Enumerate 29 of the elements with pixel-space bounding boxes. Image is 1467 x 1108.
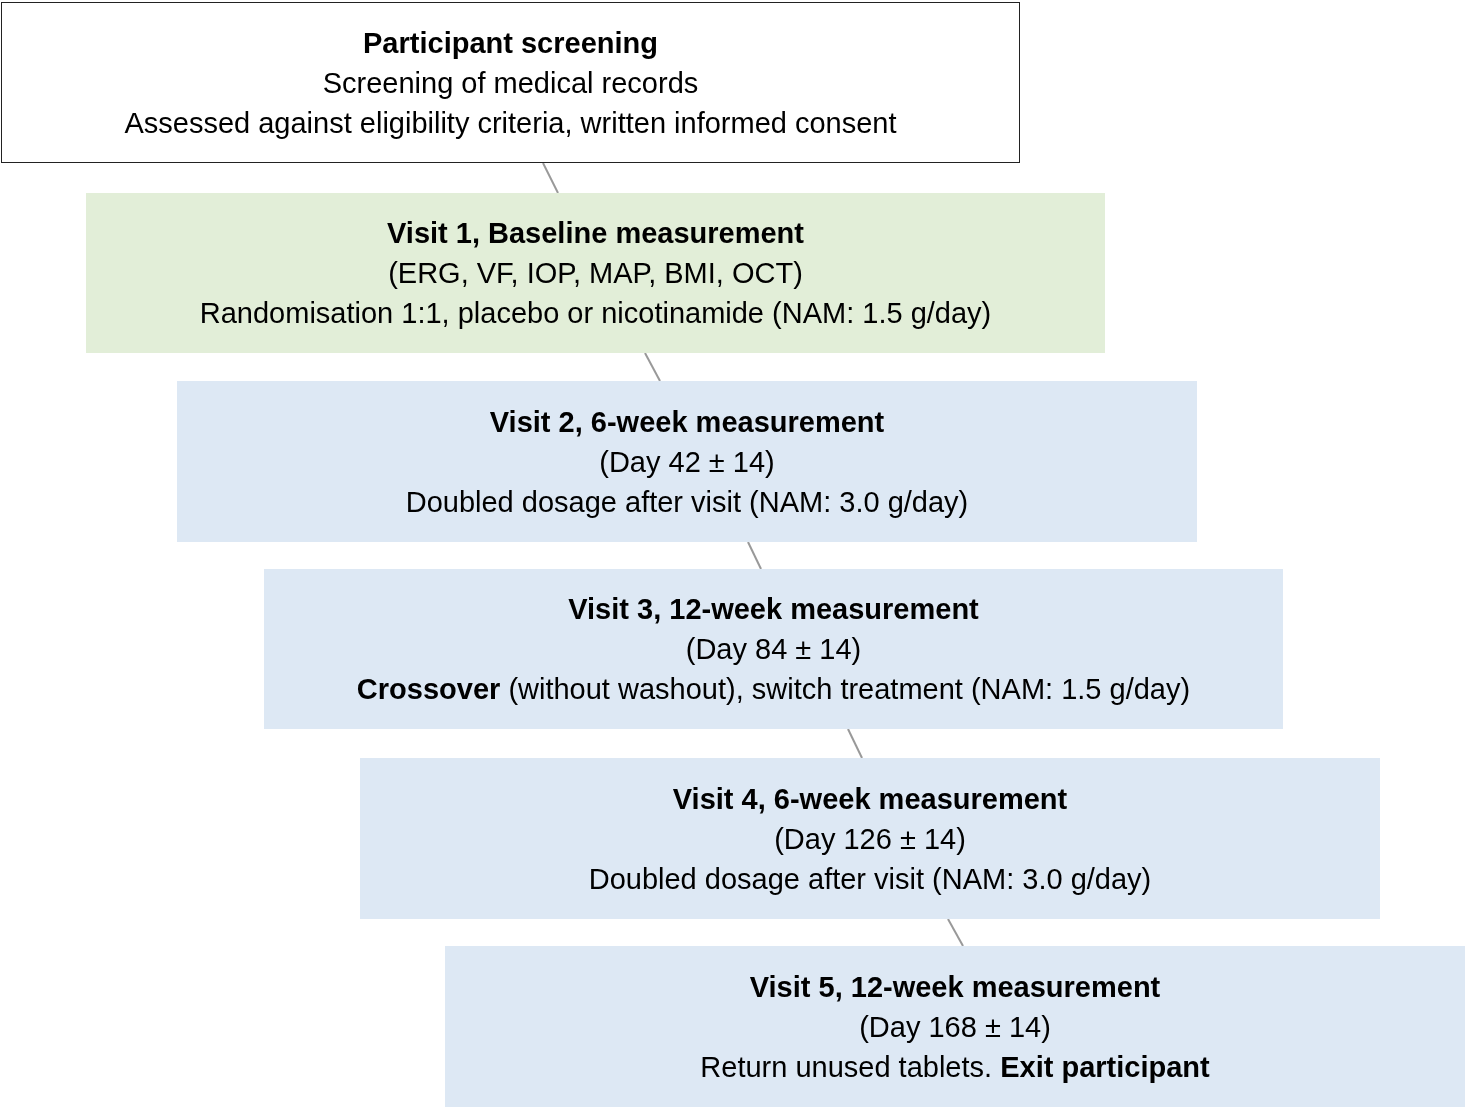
process-box xyxy=(86,193,1105,353)
box-text: Crossover (without washout), switch treatment (NAM: 1.5 g/day) xyxy=(356,672,1191,707)
connector-line xyxy=(542,162,559,194)
connector-line xyxy=(747,541,762,570)
connector-line xyxy=(847,728,863,759)
connector-line xyxy=(644,352,661,382)
box-heading: Participant screening xyxy=(363,25,658,61)
box-text: (Day 84 ± 14) xyxy=(685,632,862,667)
box-text: (Day 126 ± 14) xyxy=(774,821,966,857)
process-box xyxy=(177,381,1197,542)
box-text: (ERG, VF, IOP, MAP, BMI, OCT) xyxy=(388,256,803,291)
box-text: Return unused tablets. Exit participant xyxy=(700,1049,1210,1085)
box-text: (Day 42 ± 14) xyxy=(599,444,775,480)
box-text: Randomisation 1:1, placebo or nicotinamide (NAM: 1.5 g/day) xyxy=(199,296,992,331)
box-text: Assessed against eligibility criteria, written informed consent xyxy=(124,105,897,141)
process-box xyxy=(1,2,1020,163)
box-heading: Visit 5, 12-week measurement xyxy=(749,969,1161,1005)
box-text: Screening of medical records xyxy=(322,65,699,101)
box-text: (Day 168 ± 14) xyxy=(859,1009,1051,1045)
process-box xyxy=(264,569,1283,729)
box-text: Doubled dosage after visit (NAM: 3.0 g/day) xyxy=(588,861,1152,897)
connector-line xyxy=(947,918,964,947)
box-heading: Visit 2, 6-week measurement xyxy=(489,404,885,440)
process-box xyxy=(445,946,1465,1107)
box-text: Doubled dosage after visit (NAM: 3.0 g/day) xyxy=(405,484,969,520)
box-heading: Visit 4, 6-week measurement xyxy=(672,781,1068,817)
process-box xyxy=(360,758,1380,919)
box-heading: Visit 3, 12-week measurement xyxy=(568,592,979,627)
box-heading: Visit 1, Baseline measurement xyxy=(387,216,804,251)
